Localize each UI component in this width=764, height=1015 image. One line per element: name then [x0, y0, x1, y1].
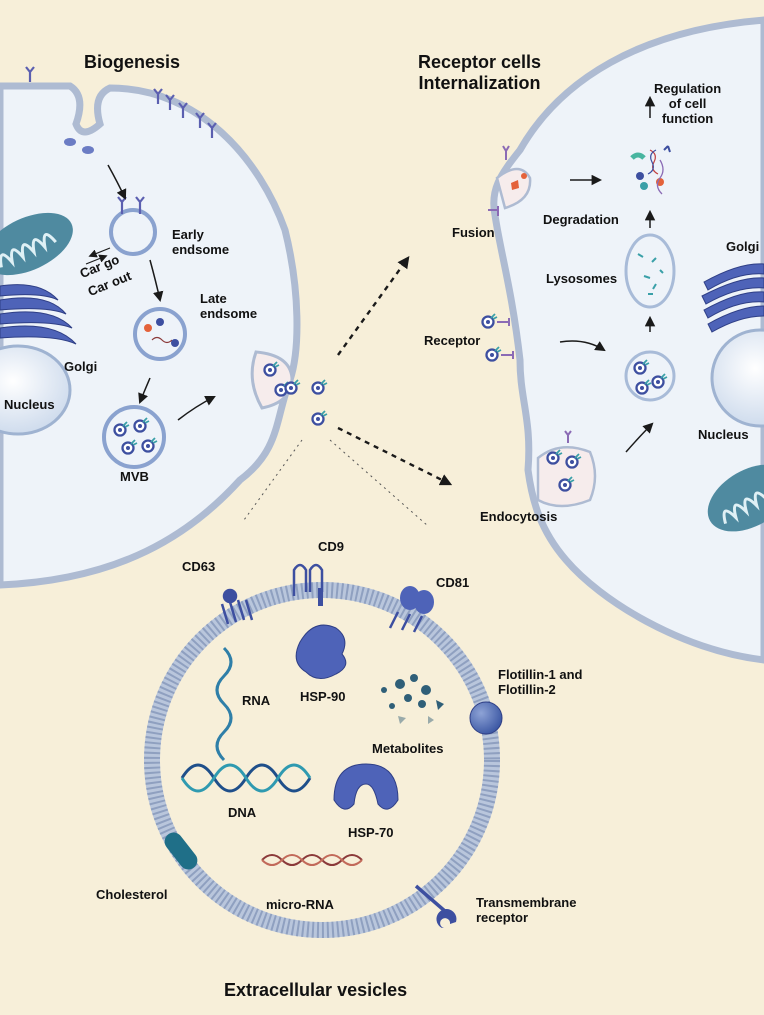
- micro-rna-label: micro-RNA: [266, 897, 334, 912]
- early-endosome: [109, 208, 157, 256]
- biogenesis-title: Biogenesis: [84, 52, 181, 72]
- regulation-line-1: Regulation: [654, 81, 722, 96]
- cd81-protein: [388, 586, 434, 633]
- golgi-right: [701, 263, 764, 333]
- flotillin-line-1: Flotillin-1 and: [498, 667, 583, 682]
- hsp70-protein: [333, 763, 399, 810]
- golgi-right-label: Golgi: [726, 239, 760, 254]
- internalization-title-line-2: Internalization: [418, 72, 541, 93]
- late-endosome-line-1: Late: [200, 291, 227, 306]
- endosome-right: [624, 350, 676, 402]
- receptor-label: Receptor: [424, 333, 481, 348]
- hsp90-protein: [295, 624, 347, 679]
- internalization-title-line-1: Receptor cells: [418, 52, 542, 72]
- regulation-line-2: of cell: [668, 95, 707, 111]
- extracellular-vesicles-title: Extracellular vesicles: [224, 980, 408, 1000]
- degradation-label: Degradation: [543, 212, 619, 227]
- golgi-left-label: Golgi: [64, 359, 98, 374]
- early-endosome-line-1: Early: [172, 227, 204, 242]
- cholesterol-molecule: [164, 832, 198, 870]
- golgi-left: [0, 284, 77, 345]
- nucleus-right-label: Nucleus: [698, 427, 749, 442]
- surface-receptors: [25, 66, 217, 138]
- mvb: [102, 405, 166, 469]
- extracellular-vesicle: [144, 563, 503, 938]
- transmembrane-label: Transmembrane receptor: [476, 895, 577, 926]
- dna-helix: [180, 763, 312, 793]
- cd81-label: CD81: [436, 575, 470, 590]
- transmembrane-line-2: receptor: [476, 909, 529, 925]
- flotillin-protein: [469, 701, 503, 735]
- rna-label: RNA: [242, 693, 271, 708]
- late-endosome: [133, 307, 187, 361]
- donor-cell: [0, 66, 301, 589]
- metabolites-label: Metabolites: [372, 741, 444, 756]
- hsp70-label: HSP-70: [348, 825, 394, 840]
- mitochondrion-right: [707, 464, 764, 532]
- micro-rna: [261, 854, 363, 866]
- recipient-cell: [481, 16, 764, 664]
- hsp90-label: HSP-90: [300, 689, 346, 704]
- flotillin-label: Flotillin-1 and Flotillin-2: [498, 667, 583, 698]
- regulation-line-3: function: [661, 110, 714, 126]
- mitochondrion-left: [0, 212, 73, 276]
- early-endosome-line-2: endsome: [172, 241, 230, 257]
- cholesterol-label: Cholesterol: [96, 887, 168, 902]
- fusion-label: Fusion: [452, 225, 495, 240]
- arrow-to-endocytosis: [337, 426, 453, 486]
- early-endosome-label: Early endsome: [172, 227, 230, 258]
- regulation-cluster: [630, 145, 671, 195]
- nucleus-right: [710, 328, 764, 428]
- late-endosome-line-2: endsome: [200, 305, 258, 321]
- dna-label: DNA: [228, 805, 257, 820]
- transmembrane-receptor: [414, 884, 457, 928]
- flotillin-line-2: Flotillin-2: [498, 681, 556, 697]
- mvb-label: MVB: [120, 469, 149, 484]
- cd63-protein: [220, 588, 254, 625]
- lysosomes-label: Lysosomes: [546, 271, 618, 286]
- lysosome: [624, 233, 676, 309]
- metabolites: [381, 674, 444, 724]
- cd63-label: CD63: [182, 559, 216, 574]
- cd9-label: CD9: [318, 539, 345, 554]
- nucleus-left: [0, 344, 72, 436]
- rna-strand: [215, 646, 233, 762]
- transmembrane-line-1: Transmembrane: [476, 895, 577, 910]
- nucleus-left-label: Nucleus: [4, 397, 55, 412]
- regulation-label: Regulation of cell function: [654, 81, 722, 127]
- endocytosis-label: Endocytosis: [480, 509, 558, 524]
- internalization-title: Receptor cells Internalization: [418, 52, 541, 93]
- cd9-protein: [292, 563, 324, 606]
- late-endosome-label: Late endsome: [200, 291, 258, 322]
